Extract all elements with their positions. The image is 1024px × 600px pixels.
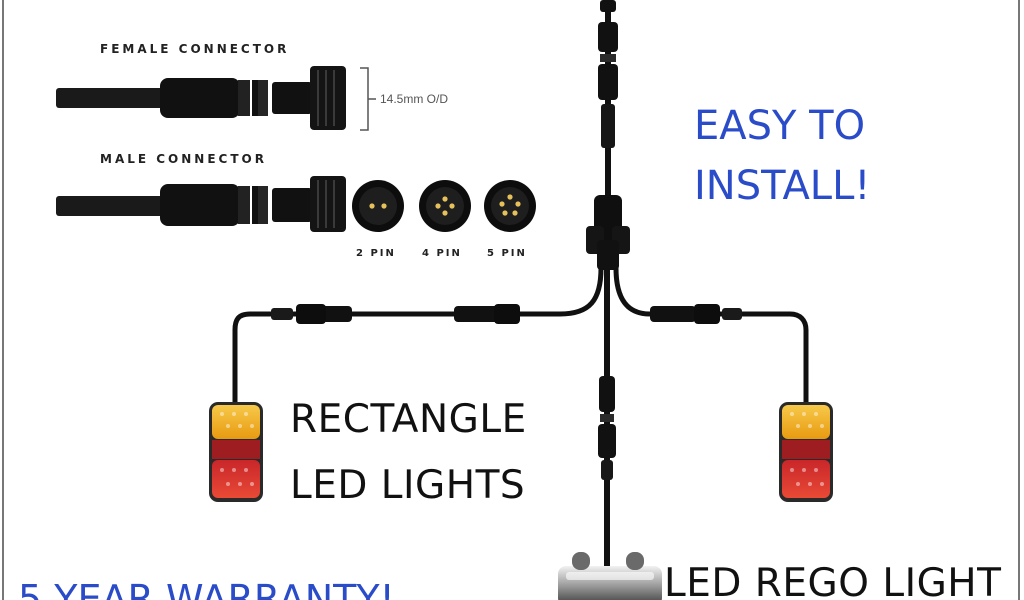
splitter-hub-icon	[586, 195, 630, 270]
diameter-label: 14.5mm O/D	[380, 92, 449, 106]
right-branch-cable-icon	[613, 267, 809, 402]
pin-face-4-icon	[419, 180, 471, 232]
pin-label-4: 4 PIN	[422, 248, 462, 259]
pin-face-5-icon	[484, 180, 536, 232]
pin-face-2-icon	[352, 180, 404, 232]
down-cable-icon	[598, 268, 616, 568]
left-rectangle-lamp-icon	[209, 402, 263, 502]
easy-install-line1: EASY TO	[694, 103, 866, 149]
rego-light-icon	[558, 552, 662, 600]
male-connector-label: MALE CONNECTOR	[100, 152, 267, 166]
pin-label-5: 5 PIN	[487, 248, 527, 259]
pin-label-2: 2 PIN	[356, 248, 396, 259]
diameter-bracket-icon	[360, 67, 376, 131]
rego-light-label: LED REGO LIGHT	[664, 561, 1002, 600]
rectangle-lights-line2: LED LIGHTS	[290, 463, 526, 508]
left-branch-cable-icon	[232, 267, 604, 402]
warranty-label: 5 YEAR WARRANTY!	[18, 577, 395, 600]
main-cable-icon	[598, 0, 618, 215]
female-connector-label: FEMALE CONNECTOR	[100, 42, 290, 56]
right-rectangle-lamp-icon	[779, 402, 833, 502]
female-connector-icon	[56, 66, 346, 130]
easy-install-line2: INSTALL!	[694, 163, 871, 209]
male-connector-icon	[56, 176, 346, 232]
rectangle-lights-line1: RECTANGLE	[290, 397, 527, 442]
